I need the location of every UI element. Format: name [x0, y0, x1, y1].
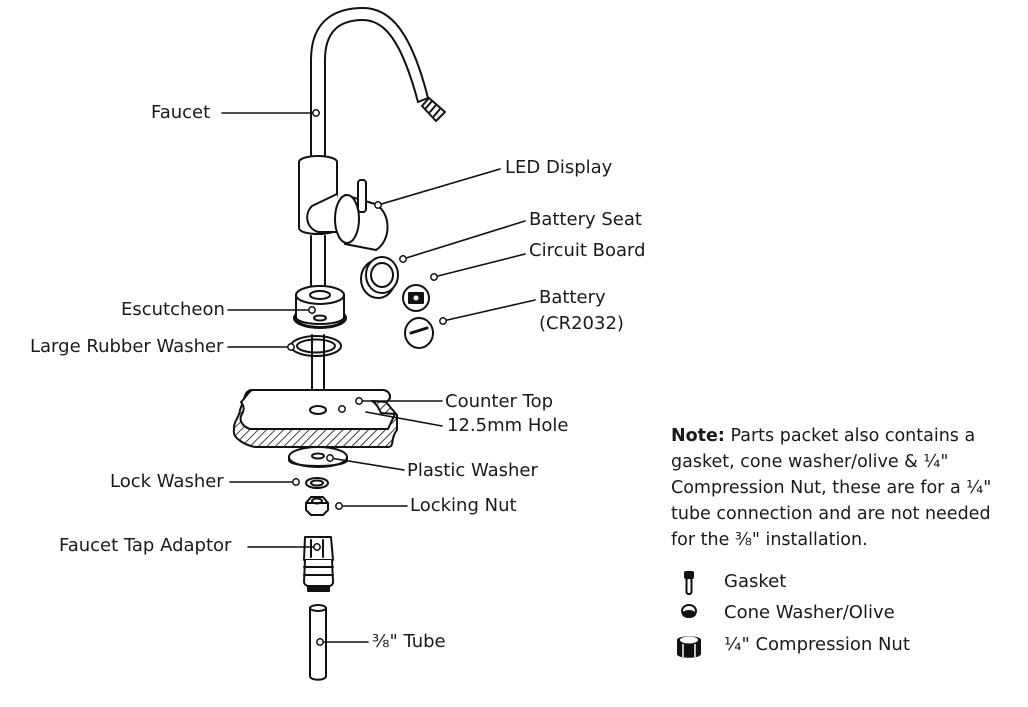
label-locking-nut: Locking Nut: [410, 495, 517, 516]
label-tube: ⅜" Tube: [372, 631, 446, 652]
legend-item-cone-washer: Cone Washer/Olive: [672, 600, 972, 628]
note-heading: Note:: [671, 426, 725, 446]
label-battery-seat: Battery Seat: [529, 209, 642, 230]
large-rubber-washer: [290, 335, 342, 357]
label-circuit-board: Circuit Board: [529, 240, 646, 261]
label-plastic-washer: Plastic Washer: [407, 460, 538, 481]
battery: [404, 317, 434, 349]
leader-lines: [221, 112, 536, 643]
legend-label-cone-washer: Cone Washer/Olive: [724, 602, 895, 623]
circuit-board: [402, 284, 430, 312]
legend-label-gasket: Gasket: [724, 571, 787, 592]
label-faucet-tap-adaptor: Faucet Tap Adaptor: [59, 535, 232, 556]
label-large-rubber-washer: Large Rubber Washer: [30, 336, 224, 357]
legend-item-compression-nut: ¼" Compression Nut: [672, 632, 972, 660]
legend-item-gasket: Gasket: [672, 569, 972, 597]
battery-seat: [360, 256, 399, 299]
label-counter-top: Counter Top: [445, 391, 554, 412]
parts-note: Note: Parts packet also contains a gaske…: [671, 423, 1016, 553]
compression-nut-icon: [677, 636, 701, 658]
note-text: Parts packet also contains a gasket, con…: [671, 426, 992, 550]
cone-washer-icon: [681, 604, 697, 618]
label-led-display: LED Display: [505, 157, 613, 178]
label-escutcheon: Escutcheon: [121, 299, 225, 320]
label-faucet: Faucet: [151, 102, 211, 123]
label-lock-washer: Lock Washer: [110, 471, 224, 492]
gasket-icon: [684, 571, 694, 595]
leader-endpoints: [287, 109, 447, 646]
escutcheon: [293, 285, 347, 329]
label-battery: Battery: [539, 287, 606, 308]
legend-label-compression-nut: ¼" Compression Nut: [724, 634, 910, 655]
faucet-spout: [310, 7, 446, 159]
plastic-washer: [288, 446, 348, 468]
label-hole: 12.5mm Hole: [447, 415, 569, 436]
counter-top: [232, 389, 398, 448]
tube: [309, 604, 327, 681]
lock-washer: [305, 477, 329, 489]
locking-nut: [305, 496, 329, 516]
led-display-housing: [306, 179, 389, 251]
label-battery-model: (CR2032): [539, 313, 624, 334]
